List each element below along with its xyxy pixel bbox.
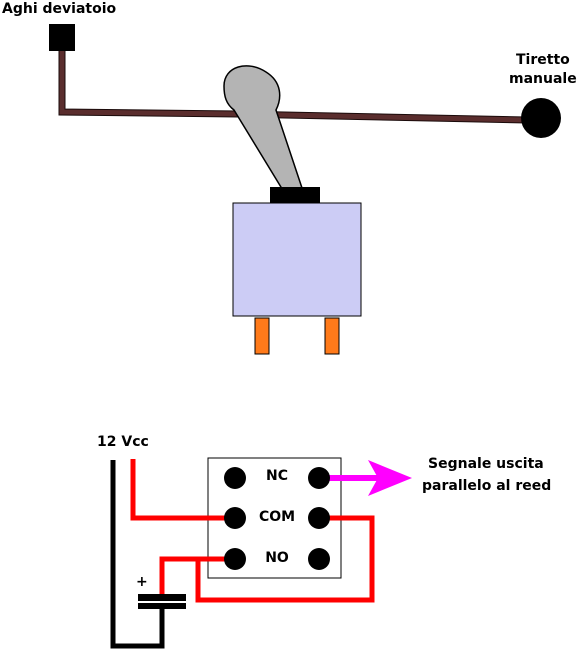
manual-pull-label-line1: Tiretto xyxy=(516,52,570,68)
supply-wire xyxy=(130,459,235,521)
terminal-com-left xyxy=(224,507,246,529)
manual-pull-label-line2: manuale xyxy=(509,71,577,87)
output-signal-label-line2: parallelo al reed xyxy=(422,478,552,494)
terminal-nc-right xyxy=(308,467,330,489)
terminal-nc-left xyxy=(224,467,246,489)
manual-pull-knob xyxy=(521,98,561,138)
toggle-lever xyxy=(223,65,303,193)
needles-label: Aghi deviatoio xyxy=(2,1,117,17)
needles-terminal xyxy=(49,24,75,51)
capacitor-plate-top xyxy=(138,594,186,601)
pin-label-nc: NC xyxy=(266,468,288,484)
com-loop-wire xyxy=(195,515,375,603)
output-signal-label-line1: Segnale uscita xyxy=(428,456,544,472)
capacitor-plus-label: + xyxy=(136,574,148,590)
switch-pin-right xyxy=(324,317,340,355)
pin-label-no: NO xyxy=(265,550,289,566)
supply-voltage-label: 12 Vcc xyxy=(97,434,149,450)
ground-wire xyxy=(110,460,165,649)
switch-pin-left xyxy=(254,317,270,355)
terminal-no-left xyxy=(224,548,246,570)
output-signal-arrowhead xyxy=(368,460,412,496)
terminal-com-right xyxy=(308,507,330,529)
capacitor-plate-bottom xyxy=(138,603,186,609)
switch-body xyxy=(232,202,362,317)
terminal-no-right xyxy=(308,548,330,570)
needles-rod xyxy=(58,48,528,124)
pin-label-com: COM xyxy=(258,509,296,525)
switch-bushing xyxy=(270,187,320,204)
